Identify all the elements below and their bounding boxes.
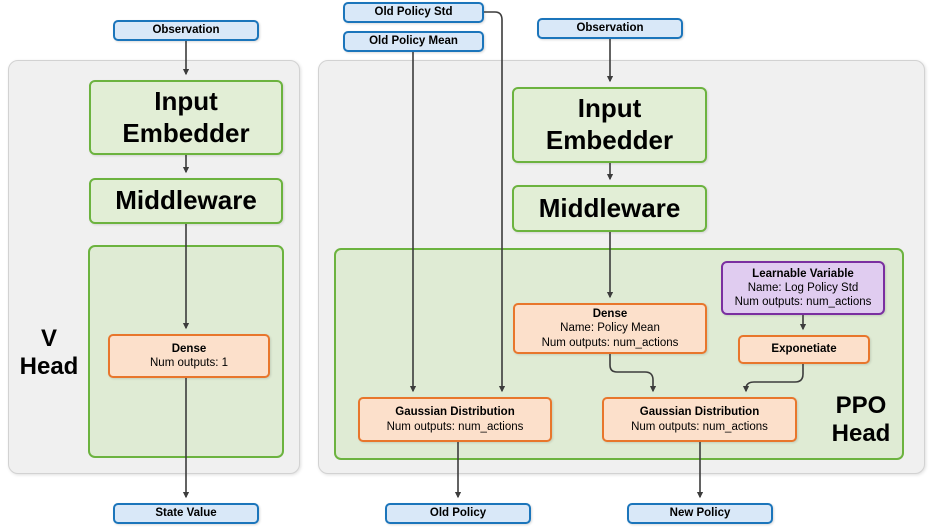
- ppo-head-middleware[interactable]: Middleware: [512, 185, 707, 232]
- v-head-middleware-label: Middleware: [115, 185, 257, 216]
- gaussian-new-outputs: Num outputs: num_actions: [631, 420, 768, 433]
- input-old-policy-std-label: Old Policy Std: [374, 6, 453, 19]
- learnable-variable-title: Learnable Variable: [752, 267, 854, 280]
- gaussian-distribution-old[interactable]: Gaussian Distribution Num outputs: num_a…: [358, 397, 552, 442]
- ppo-head-learnable-variable[interactable]: Learnable Variable Name: Log Policy Std …: [721, 261, 885, 315]
- ppo-head-input-embedder-label: Input Embedder: [545, 93, 674, 155]
- output-state-value[interactable]: State Value: [113, 503, 259, 524]
- v-head-dense[interactable]: Dense Num outputs: 1: [108, 334, 270, 378]
- ppo-head-exponetiate[interactable]: Exponetiate: [738, 335, 870, 364]
- ppo-head-middleware-label: Middleware: [538, 192, 681, 223]
- v-head-input-embedder-label: Input Embedder: [122, 85, 250, 148]
- v-head-dense-title: Dense: [171, 342, 207, 355]
- input-observation-left-label: Observation: [152, 24, 220, 37]
- input-old-policy-std[interactable]: Old Policy Std: [343, 2, 484, 23]
- ppo-head-dense-outputs: Num outputs: num_actions: [541, 336, 679, 349]
- ppo-head-dense-title: Dense: [592, 308, 628, 321]
- output-state-value-label: State Value: [155, 507, 217, 520]
- input-old-policy-mean[interactable]: Old Policy Mean: [343, 31, 484, 52]
- output-new-policy-label: New Policy: [669, 507, 731, 520]
- ppo-head-dense-policy-mean[interactable]: Dense Name: Policy Mean Num outputs: num…: [513, 303, 707, 354]
- exponetiate-label: Exponetiate: [771, 343, 837, 356]
- v-head-middleware[interactable]: Middleware: [89, 178, 283, 224]
- gaussian-old-outputs: Num outputs: num_actions: [386, 420, 524, 433]
- output-old-policy-label: Old Policy: [429, 507, 487, 520]
- ppo-head-label: PPO Head: [831, 392, 891, 448]
- gaussian-old-title: Gaussian Distribution: [395, 406, 515, 419]
- v-head-dense-outputs: Num outputs: 1: [150, 357, 228, 369]
- ppo-head-input-embedder[interactable]: Input Embedder: [512, 87, 707, 163]
- gaussian-new-title: Gaussian Distribution: [639, 406, 760, 419]
- output-old-policy[interactable]: Old Policy: [385, 503, 531, 524]
- v-head-input-embedder[interactable]: Input Embedder: [89, 80, 283, 155]
- ppo-head-dense-name: Name: Policy Mean: [560, 322, 660, 335]
- input-observation-left[interactable]: Observation: [113, 20, 259, 41]
- learnable-variable-outputs: Num outputs: num_actions: [734, 296, 872, 308]
- gaussian-distribution-new[interactable]: Gaussian Distribution Num outputs: num_a…: [602, 397, 797, 442]
- output-new-policy[interactable]: New Policy: [627, 503, 773, 524]
- v-head-label: V Head: [19, 325, 79, 381]
- learnable-variable-name: Name: Log Policy Std: [747, 281, 859, 294]
- input-old-policy-mean-label: Old Policy Mean: [369, 35, 458, 48]
- input-observation-right[interactable]: Observation: [537, 18, 683, 39]
- input-observation-right-label: Observation: [576, 22, 644, 35]
